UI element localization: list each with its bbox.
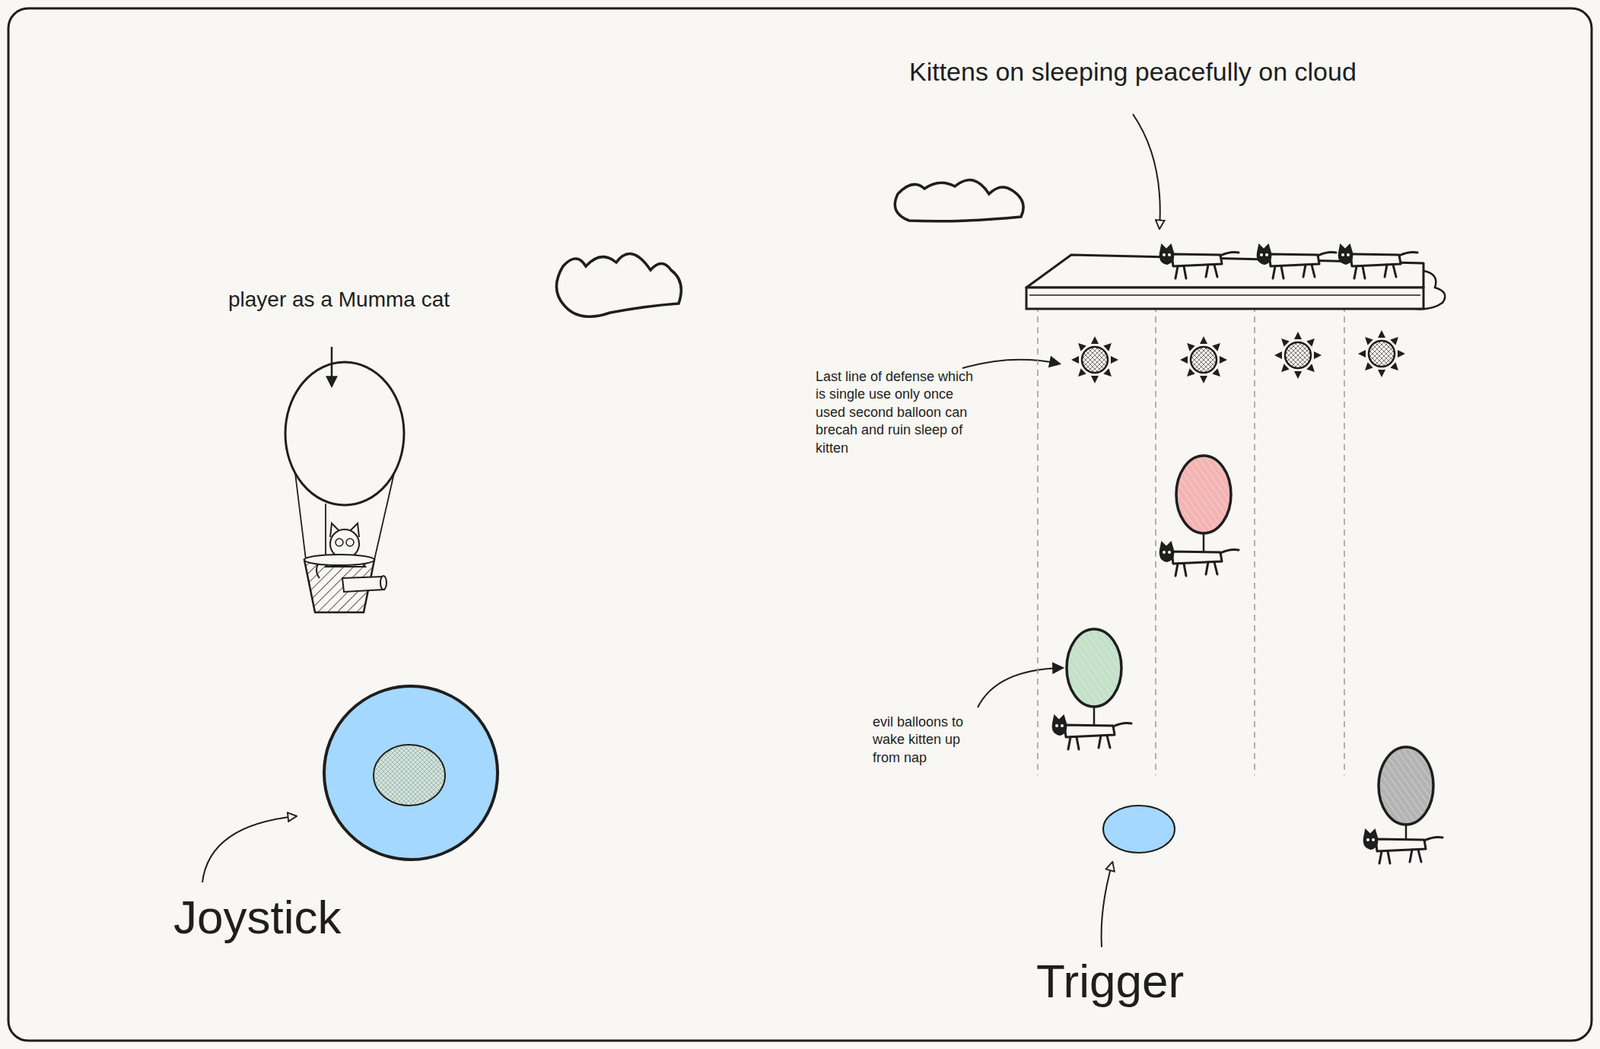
player-callout: player as a Mumma cat [228,286,450,314]
kitten [1052,715,1132,750]
platform-edge [1029,294,1421,296]
balloon-shading [1380,749,1432,823]
kittens-callout: Kittens on sleeping peacefully on cloud [909,54,1357,89]
balloon [1066,629,1122,707]
leader-arrow [1132,114,1161,229]
evil-balloon [1364,747,1443,864]
leader-arrow [330,346,334,386]
leader-arrow [962,359,1060,369]
balloon-string [1202,533,1206,553]
balloon-shading [1068,631,1120,705]
leader-arrow [977,667,1063,708]
lane-line [1037,305,1345,776]
cloud [556,254,681,318]
balloon-shading [1178,458,1229,532]
cannon [342,576,385,592]
balloon-string [1093,706,1096,726]
evil-balloon [1160,455,1239,576]
sleeping-kitten [1160,244,1239,279]
balloon-string [1405,824,1408,840]
joystick-base [324,686,498,860]
leader-arrow [202,816,296,883]
evil-balloons-note: evil balloons to wake kitten up from nap [872,713,987,767]
trigger-button [1103,805,1175,853]
cat-eye [335,538,344,547]
balloon [285,362,404,506]
defense-mine [1071,336,1119,384]
leader-arrow [1101,862,1113,948]
kitten [1364,830,1443,864]
balloon [1378,747,1434,825]
platform-front [1026,287,1424,309]
trigger-label: Trigger [1036,951,1184,1013]
evil-balloon [1052,629,1132,750]
defense-mine [1180,336,1228,384]
kitten [1160,542,1239,576]
joystick-label: Joystick [173,887,341,949]
defense-mine [1274,331,1322,379]
sleeping-kitten [1339,244,1418,279]
cloud [894,180,1024,222]
joystick-knob [373,744,446,806]
defense-mine [1358,330,1406,378]
player-balloon [285,362,404,613]
joystick-knob-shading [374,745,445,805]
basket-rim [304,554,375,566]
cannon-muzzle [380,575,387,590]
balloon [1176,455,1232,534]
defense-note: Last line of defense which is single use… [815,368,983,458]
cat-eye [346,538,354,547]
sleeping-kitten [1257,244,1336,279]
page-frame [8,8,1592,1041]
